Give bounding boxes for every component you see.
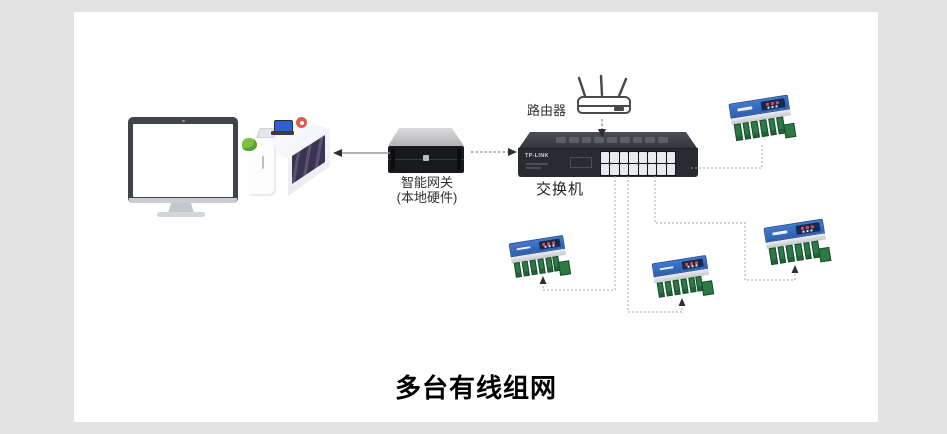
gateway-label-line1: 智能网关: [400, 175, 453, 190]
router-port-block: [614, 107, 624, 111]
term: [742, 122, 752, 140]
gateway-label: 智能网关 (本地硬件): [382, 175, 472, 205]
switch-port-grid: [600, 151, 676, 176]
gateway-label-line2: (本地硬件): [396, 189, 458, 205]
gateway-top-face: [388, 128, 464, 146]
controller-side-terminal: [701, 280, 715, 296]
term: [750, 120, 761, 139]
display-digits-white: [802, 228, 814, 233]
controller-logo-mark: [772, 230, 788, 236]
switch-brand-logo: TP-LINK: [525, 153, 549, 159]
controller-logo-mark: [737, 106, 753, 112]
term: [687, 276, 697, 293]
ethernet-switch: TP-LINK 交换机: [518, 132, 698, 198]
controller-display: [760, 98, 786, 112]
monitor-base: [157, 212, 205, 217]
vent: [581, 137, 592, 143]
vent: [658, 137, 669, 143]
term: [513, 261, 523, 278]
port: [647, 152, 657, 163]
switch-vents: [556, 137, 669, 143]
gateway-handle-left: [391, 149, 395, 170]
switch-model-text2: [526, 167, 541, 169]
monitor-screen: [133, 124, 233, 197]
gateway-lock-knob: [423, 155, 429, 161]
monitor-camera-dot: [182, 119, 185, 122]
desk-lamp-center: [299, 120, 304, 125]
vent: [619, 137, 630, 143]
port: [666, 152, 675, 163]
port: [666, 164, 675, 175]
plant-icon: [242, 138, 257, 151]
port: [638, 152, 647, 163]
port: [610, 152, 619, 163]
port: [619, 164, 629, 175]
laptop-base: [271, 131, 294, 135]
term: [521, 260, 530, 277]
term: [794, 243, 804, 262]
diagram-panel: [74, 12, 878, 422]
controller-display: [681, 258, 704, 271]
display-digits-white: [544, 244, 555, 248]
controller-display: [795, 222, 821, 236]
port: [638, 164, 647, 175]
switch-model-text: [526, 163, 548, 165]
term: [769, 247, 779, 266]
port: [601, 152, 610, 163]
switch-front-face: TP-LINK: [518, 148, 698, 177]
port: [601, 164, 610, 175]
vent: [556, 137, 566, 143]
controller-side-terminal: [558, 260, 572, 276]
port: [657, 152, 666, 163]
reception-desk: [242, 114, 334, 200]
term: [767, 118, 777, 136]
vent: [594, 137, 605, 143]
term: [680, 277, 689, 295]
switch-top-face: [519, 132, 697, 148]
term: [759, 119, 769, 138]
controller-side-terminal: [783, 122, 797, 139]
desktop-monitor: [128, 117, 238, 217]
controller-logo-mark: [516, 245, 531, 251]
port: [629, 152, 638, 163]
term: [672, 279, 681, 296]
term: [777, 246, 787, 264]
io-controller-3: [651, 254, 715, 298]
term: [802, 242, 812, 260]
vent: [645, 137, 656, 143]
controller-display: [538, 238, 561, 251]
term: [529, 259, 538, 276]
port: [657, 164, 666, 175]
io-controller-2: [508, 234, 572, 278]
desk-cabinet: [248, 144, 276, 196]
term: [664, 280, 673, 297]
smart-gateway: 智能网关 (本地硬件): [386, 126, 468, 204]
controller-logo-mark: [659, 265, 674, 271]
vent: [632, 137, 643, 143]
switch-led-panel: [570, 157, 592, 168]
desk-drawer-handle: [262, 156, 264, 169]
port: [619, 152, 629, 163]
monitor-stand: [168, 203, 194, 213]
controller-side-terminal: [818, 246, 832, 263]
term: [734, 123, 744, 142]
router-label: 路由器: [526, 103, 566, 118]
router-panel-seam: [579, 105, 629, 107]
port: [629, 164, 638, 175]
gateway-handle-right: [457, 149, 461, 170]
term: [544, 256, 554, 273]
switch-label: 交换机: [536, 181, 585, 198]
display-digits-white: [767, 104, 779, 109]
port: [647, 164, 657, 175]
term: [656, 281, 666, 298]
display-digits-white: [687, 264, 698, 268]
diagram-title: 多台有线组网: [394, 373, 557, 403]
vent: [607, 137, 617, 143]
wireless-router: 路由器: [527, 76, 634, 118]
vent: [568, 137, 579, 143]
port: [610, 164, 619, 175]
monitor-chin: [129, 198, 237, 203]
term: [785, 244, 796, 263]
term: [537, 257, 546, 275]
